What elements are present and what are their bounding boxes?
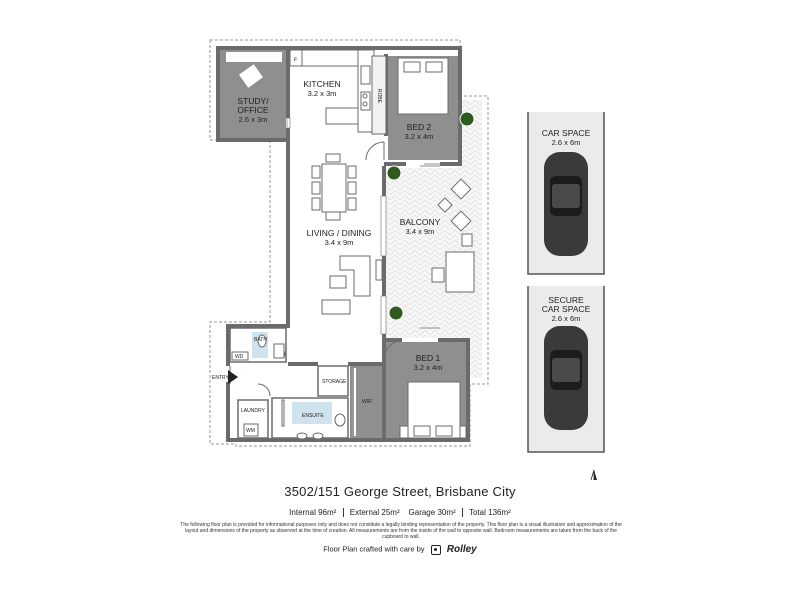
storage-room: [317, 365, 349, 397]
external-value: 25m²: [381, 508, 400, 517]
bed1-name: BED 1: [416, 353, 441, 363]
separator: [342, 508, 344, 518]
balcony-furniture: [431, 178, 475, 293]
separator: [461, 508, 463, 518]
car-icon: [544, 152, 588, 256]
external-label: External: [349, 508, 380, 517]
wir-shelf: [352, 368, 356, 436]
outer-boundary: [209, 39, 489, 447]
entry-arrow-icon: [228, 370, 238, 384]
living-furniture: [321, 255, 383, 315]
garage-label: Garage: [408, 508, 436, 517]
car-space-2-dim: 2.6 x 6m: [552, 314, 581, 323]
kitchen-benches: [289, 49, 387, 135]
bed1-bed: [399, 381, 467, 439]
bed2-dim: 3.2 x 4m: [405, 132, 434, 141]
area-summary: Internal 96m² External 25m² Garage 30m² …: [0, 508, 800, 518]
wm-label: WM: [246, 428, 255, 434]
living-dim: 3.4 x 9m: [325, 238, 354, 247]
ensuite-label: ENSUITE: [302, 413, 324, 419]
fridge-label: F: [294, 57, 297, 63]
bath-label: BATH: [254, 337, 267, 343]
car-space-2-line2: CAR SPACE: [542, 304, 591, 314]
laundry-label: LAUNDRY: [241, 408, 265, 414]
ensuite-tiles: [292, 402, 332, 424]
internal-label: Internal: [289, 508, 316, 517]
brand-logo: Rolley: [446, 544, 477, 555]
total-value: 136m²: [488, 508, 511, 517]
study-room: [220, 50, 286, 138]
slider-living-1: [380, 195, 387, 257]
study-desk: [226, 52, 282, 88]
camera-icon: [430, 544, 441, 555]
bed1-dim: 3.2 x 4m: [414, 363, 443, 372]
study-dim: 2.6 x 3m: [239, 115, 268, 124]
car-space-2-line1: SECURE: [548, 295, 584, 305]
credit-line: Floor Plan crafted with care by Rolley: [0, 544, 800, 555]
doors: [229, 141, 444, 397]
car-space-2: SECURE CAR SPACE 2.6 x 6m: [527, 286, 605, 453]
bed2-name: BED 2: [407, 122, 432, 132]
car-space-1: CAR SPACE 2.6 x 6m: [527, 112, 605, 275]
disclaimer-text: The following floor plan is provided for…: [180, 522, 622, 540]
plants: [386, 111, 475, 321]
entry-label: ENTRY: [212, 375, 230, 381]
dining-table: [311, 153, 357, 221]
study-name-1: STUDY/: [237, 96, 269, 106]
car-space-1-dim: 2.6 x 6m: [552, 138, 581, 147]
credit-text: Floor Plan crafted with care by: [323, 544, 425, 554]
living-name: LIVING / DINING: [307, 228, 372, 238]
walls: [216, 46, 470, 442]
total-label: Total: [468, 508, 486, 517]
car-icon: [544, 326, 588, 430]
window-study: [286, 117, 291, 129]
study-name-2: OFFICE: [237, 105, 268, 115]
bath-fixtures: [231, 334, 346, 440]
kitchen-dim: 3.2 x 3m: [308, 89, 337, 98]
garage-value: 30m²: [437, 508, 456, 517]
slider-living-2: [380, 295, 387, 335]
wd-label: WD: [235, 354, 244, 360]
wir-label: WIR: [362, 399, 372, 405]
property-address: 3502/151 George Street, Brisbane City: [284, 484, 516, 499]
kitchen-name: KITCHEN: [303, 79, 340, 89]
car-space-1-line1: CAR SPACE: [542, 128, 591, 138]
balcony-name: BALCONY: [400, 217, 441, 227]
balcony-floor: [385, 100, 482, 378]
compass-icon: N: [590, 469, 597, 480]
internal-value: 96m²: [318, 508, 337, 517]
balcony-dim: 3.4 x 9m: [406, 227, 435, 236]
bed2-bed: [397, 57, 449, 115]
robe-label: ROBE: [376, 89, 382, 104]
floor-plan: F ROBE: [209, 39, 605, 480]
storage-label: STORAGE: [322, 379, 347, 385]
